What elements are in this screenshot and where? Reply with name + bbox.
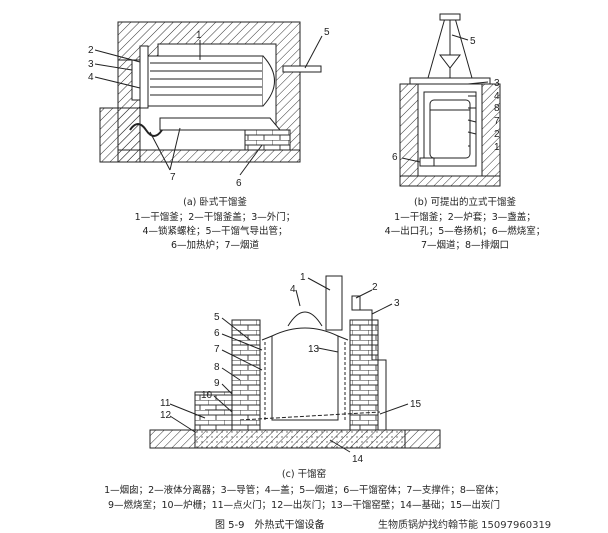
svg-text:3: 3 — [394, 298, 400, 309]
svg-text:13: 13 — [308, 344, 320, 355]
svg-text:4: 4 — [494, 91, 500, 102]
svg-text:6: 6 — [392, 152, 398, 163]
svg-text:8: 8 — [214, 362, 220, 373]
svg-text:7: 7 — [170, 172, 176, 183]
svg-text:6: 6 — [214, 328, 220, 339]
svg-text:2: 2 — [372, 282, 378, 293]
svg-text:9: 9 — [214, 378, 220, 389]
svg-text:11: 11 — [160, 398, 171, 409]
figure-caption: 图 5-9 外热式干馏设备 — [215, 520, 325, 531]
panel-b-title: (b) 可提出的立式干馏釜 — [414, 197, 516, 208]
panel-b-callouts: 5 3 4 8 7 2 1 6 — [392, 36, 500, 163]
svg-text:4: 4 — [290, 284, 296, 295]
svg-text:5: 5 — [470, 36, 476, 47]
panel-a-title: (a) 卧式干馏釜 — [183, 197, 247, 208]
svg-text:1: 1 — [300, 272, 306, 283]
panel-c-title: (c) 干馏窑 — [281, 469, 327, 480]
panel-a-drawing — [94, 21, 323, 176]
svg-text:1: 1 — [494, 142, 500, 153]
svg-text:7: 7 — [214, 344, 220, 355]
watermark-text: 生物质锅炉找约翰节能 15097960319 — [378, 520, 552, 531]
panel-c-drawing — [149, 275, 441, 453]
svg-text:15: 15 — [410, 399, 422, 410]
panel-a-legend-2: 4—锁紧螺栓；5—干馏气导出管； — [142, 226, 288, 237]
panel-a-legend-3: 6—加热炉；7—烟道 — [170, 240, 260, 251]
svg-text:12: 12 — [160, 410, 172, 421]
svg-text:10: 10 — [201, 390, 213, 401]
svg-text:2: 2 — [494, 129, 500, 140]
svg-text:6: 6 — [236, 178, 242, 189]
panel-a-legend-1: 1—干馏釜；2—干馏釜盖；3—外门； — [134, 212, 296, 223]
svg-text:8: 8 — [494, 103, 500, 114]
panel-b-legend-2: 4—出口孔；5—卷扬机；6—燃烧室； — [384, 226, 546, 237]
svg-text:7: 7 — [494, 116, 500, 127]
svg-text:5: 5 — [324, 27, 330, 38]
panel-c-legend-1: 1—烟囱；2—液体分离器；3—导管；4—盖；5—烟道；6—干馏窑体；7—支撑件；… — [104, 485, 504, 496]
svg-text:3: 3 — [88, 59, 94, 70]
svg-text:2: 2 — [88, 45, 94, 56]
panel-b-legend-3: 7—烟道；8—排烟口 — [420, 240, 510, 251]
svg-text:4: 4 — [88, 72, 94, 83]
svg-text:14: 14 — [352, 454, 364, 465]
svg-text:3: 3 — [494, 78, 500, 89]
svg-text:5: 5 — [214, 312, 220, 323]
panel-c-callouts: 1 2 3 4 5 6 7 8 9 10 11 12 13 14 15 — [160, 272, 422, 465]
svg-text:1: 1 — [196, 30, 202, 41]
panel-b-legend-1: 1—干馏釜；2—炉套；3—盏盖； — [394, 212, 536, 223]
panel-b-drawing — [399, 13, 501, 187]
panel-c-legend-2: 9—燃烧室；10—炉栅；11—点火门；12—出灰门；13—干馏窑壁；14—基础；… — [107, 500, 501, 511]
panel-a-callouts: 2 3 4 1 5 6 7 — [88, 27, 330, 189]
